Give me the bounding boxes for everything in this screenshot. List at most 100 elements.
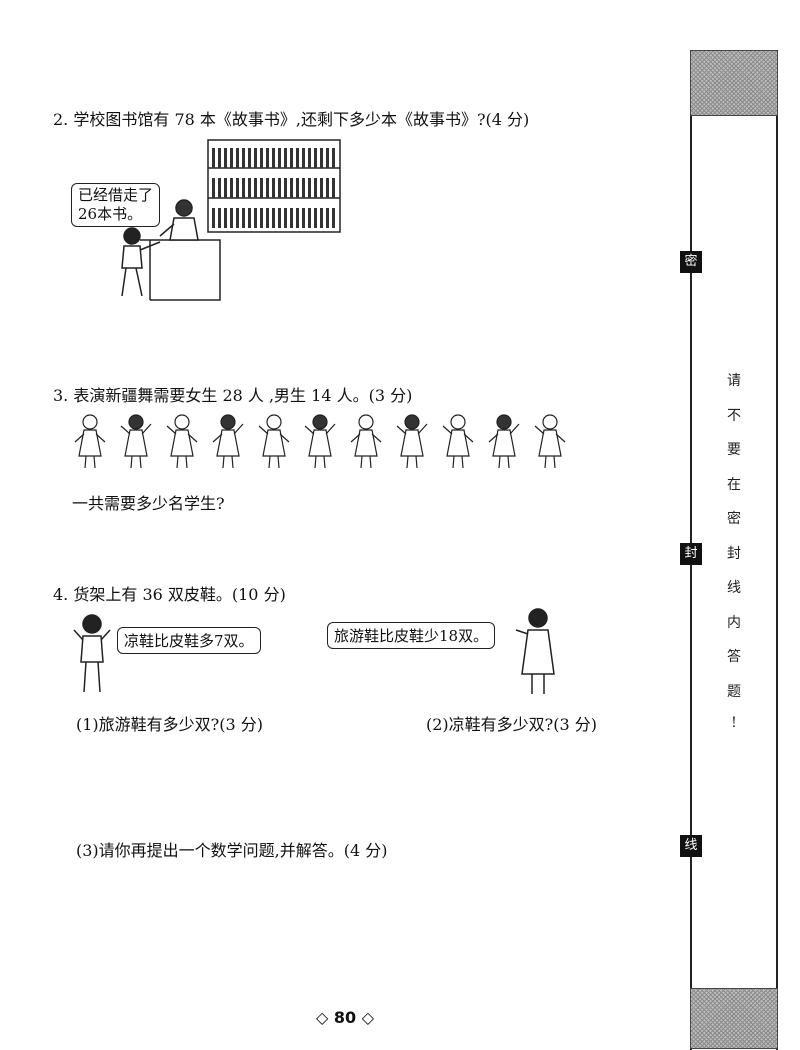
book-icon <box>296 208 299 228</box>
vertical-char: 不 <box>727 407 741 424</box>
book-icon <box>248 148 251 168</box>
book-icon <box>236 148 239 168</box>
dancer-icon <box>74 414 106 469</box>
dancer-icon <box>212 414 244 469</box>
dancer-icon <box>350 414 382 469</box>
book-icon <box>242 208 245 228</box>
book-icon <box>218 148 221 168</box>
book-icon <box>314 208 317 228</box>
book-icon <box>230 178 233 198</box>
seal-label-middle: 封 <box>680 543 702 565</box>
vertical-char: 内 <box>727 614 741 631</box>
book-icon <box>290 178 293 198</box>
dancer-icon <box>166 414 198 469</box>
dancer-icon <box>396 414 428 469</box>
speech-bubble-sandals: 凉鞋比皮鞋多7双。 <box>117 627 261 654</box>
book-icon <box>212 178 215 198</box>
vertical-char: 要 <box>727 442 741 458</box>
hatched-block-top <box>690 50 778 116</box>
question-3-ask: 一共需要多少名学生? <box>72 494 225 513</box>
librarian-figure <box>159 199 199 241</box>
question-4-sub-1: (1)旅游鞋有多少双?(3 分) <box>76 715 263 734</box>
seal-label-top: 密 <box>680 251 702 273</box>
book-icon <box>272 178 275 198</box>
book-icon <box>260 208 263 228</box>
book-icon <box>290 148 293 168</box>
book-icon <box>242 178 245 198</box>
speech-bubble-borrowed: 已经借走了 26本书。 <box>71 183 161 227</box>
dancer-icon <box>120 414 152 469</box>
vertical-char: 线 <box>727 580 741 596</box>
bubble-line-1: 已经借走了 <box>78 186 154 204</box>
book-icon <box>236 178 239 198</box>
book-icon <box>320 208 323 228</box>
book-icon <box>278 208 281 228</box>
book-icon <box>254 148 257 168</box>
book-icon <box>332 148 335 168</box>
dancer-icon <box>534 414 566 469</box>
book-icon <box>320 178 323 198</box>
question-4-sub-3: (3)请你再提出一个数学问题,并解答。(4 分) <box>76 841 388 860</box>
dancers-row <box>74 414 566 469</box>
boy-figure <box>73 614 111 693</box>
book-icon <box>248 208 251 228</box>
dancer-icon <box>488 414 520 469</box>
book-icon <box>284 178 287 198</box>
book-icon <box>314 178 317 198</box>
book-icon <box>308 148 311 168</box>
book-icon <box>302 148 305 168</box>
book-icon <box>212 148 215 168</box>
book-icon <box>242 148 245 168</box>
vertical-char: 在 <box>727 476 741 493</box>
bubble-line-2: 26本书。 <box>78 205 143 223</box>
library-illustration <box>121 139 341 301</box>
book-icon <box>320 148 323 168</box>
book-icon <box>278 148 281 168</box>
vertical-char: 答 <box>727 649 741 665</box>
book-icon <box>308 178 311 198</box>
book-icon <box>278 178 281 198</box>
book-icon <box>326 208 329 228</box>
book-icon <box>266 178 269 198</box>
book-icon <box>326 178 329 198</box>
book-icon <box>290 208 293 228</box>
book-icon <box>302 208 305 228</box>
book-icon <box>236 208 239 228</box>
question-4-text: 4. 货架上有 36 双皮鞋。(10 分) <box>53 585 286 604</box>
book-icon <box>260 178 263 198</box>
hatched-block-bottom <box>690 988 778 1049</box>
book-icon <box>302 178 305 198</box>
book-icon <box>296 148 299 168</box>
child-figure <box>121 227 161 297</box>
book-icon <box>224 148 227 168</box>
book-icon <box>266 148 269 168</box>
book-icon <box>248 178 251 198</box>
book-icon <box>230 208 233 228</box>
book-icon <box>224 208 227 228</box>
speech-bubble-travel-shoes: 旅游鞋比皮鞋少18双。 <box>327 622 496 649</box>
question-2-text: 2. 学校图书馆有 78 本《故事书》,还剩下多少本《故事书》?(4 分) <box>53 110 530 129</box>
book-icon <box>260 148 263 168</box>
book-icon <box>212 208 215 228</box>
vertical-char: 封 <box>727 545 741 562</box>
book-icon <box>218 208 221 228</box>
seal-label-bottom: 线 <box>680 835 702 857</box>
book-icon <box>284 208 287 228</box>
dancer-icon <box>258 414 290 469</box>
book-icon <box>254 208 257 228</box>
dancer-icon <box>304 414 336 469</box>
book-icon <box>308 208 311 228</box>
dancer-icon <box>442 414 474 469</box>
girl-figure <box>515 608 555 694</box>
book-icon <box>314 148 317 168</box>
book-icon <box>266 208 269 228</box>
book-icon <box>230 148 233 168</box>
book-icon <box>284 148 287 168</box>
vertical-char: 请 <box>727 373 741 389</box>
book-icon <box>218 178 221 198</box>
book-icon <box>332 178 335 198</box>
book-icon <box>254 178 257 198</box>
vertical-char: ! <box>731 715 737 731</box>
book-icon <box>272 148 275 168</box>
question-4-sub-2: (2)凉鞋有多少双?(3 分) <box>426 715 597 734</box>
